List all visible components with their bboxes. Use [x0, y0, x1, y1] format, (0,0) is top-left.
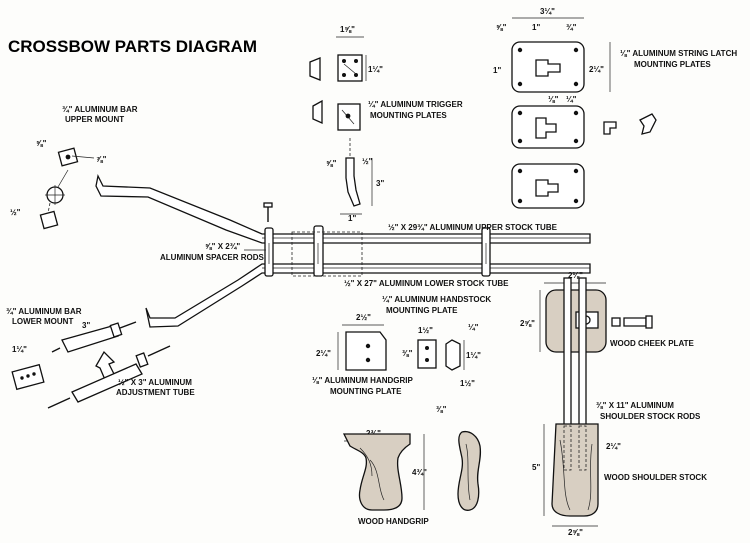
latch-plate-top — [511, 41, 585, 93]
handstock-plate-side — [445, 339, 461, 371]
dim-hgp-h: 2¼" — [316, 349, 331, 358]
wood-handgrip — [342, 433, 411, 511]
dim-latch-small: ⅛" — [548, 95, 559, 104]
dim-hgp-w: 2½" — [356, 313, 371, 322]
label-shoulder-rods-2: SHOULDER STOCK RODS — [600, 412, 701, 421]
label-spacer-rods-1: ⅝" X 2¾" — [205, 242, 240, 251]
label-trigger-plates-1: ¼" ALUMINUM TRIGGER — [368, 100, 463, 109]
lower-mount-bar — [51, 321, 137, 353]
dim-trig-width: 1⅝" — [340, 25, 355, 34]
label-upper-stock-tube: ½" X 29¾" ALUMINUM UPPER STOCK TUBE — [388, 223, 558, 232]
handstock-mounting-plate — [417, 339, 437, 369]
trigger-plate-top — [309, 54, 363, 82]
label-lower-mount-1: ¾" ALUMINUM BAR — [6, 307, 82, 316]
dim-latch-b: 1" — [532, 23, 540, 32]
dim-upm-a: ⅝" — [36, 139, 47, 148]
dim-latch-side: 1" — [493, 66, 501, 75]
label-upper-mount-1: ¾" ALUMINUM BAR — [62, 105, 138, 114]
label-upper-mount-2: UPPER MOUNT — [65, 115, 124, 124]
mounting-screw — [263, 202, 273, 222]
dim-trig-lever-s: ½" — [362, 157, 373, 166]
dim-lower-w: 1¼" — [12, 345, 27, 354]
dim-latch-small2: ¼" — [566, 95, 577, 104]
wood-cheek-plate — [545, 289, 607, 353]
latch-part-left — [603, 121, 617, 135]
dim-ss-h: 5" — [532, 463, 540, 472]
dim-upm-c: ½" — [10, 208, 21, 217]
wood-handgrip-side — [457, 430, 482, 511]
label-lower-mount-2: LOWER MOUNT — [12, 317, 73, 326]
dim-lower-len: 3" — [82, 321, 90, 330]
dim-hsp-h: 1¼" — [466, 351, 481, 360]
label-handstock-plate-2: MOUNTING PLATE — [386, 306, 458, 315]
dim-trig-height: 1¼" — [368, 65, 383, 74]
dim-hsp-a: ¼" — [468, 323, 479, 332]
dim-ss-bw: 2⅝" — [568, 528, 583, 537]
dim-cp-h: 2⅝" — [520, 319, 535, 328]
label-trigger-plates-2: MOUNTING PLATES — [370, 111, 447, 120]
dim-hsp-b: ⅜" — [402, 349, 413, 358]
dim-hg-side: 1½" — [460, 379, 475, 388]
latch-plate-bottom — [511, 163, 585, 209]
trigger-plate-mid — [312, 99, 361, 131]
diagram-title: CROSSBOW PARTS DIAGRAM — [8, 37, 257, 56]
adjustment-tube — [47, 345, 171, 409]
trigger-lever — [345, 138, 361, 207]
label-handgrip-plate-2: MOUNTING PLATE — [330, 387, 402, 396]
latch-part-right — [639, 113, 657, 135]
lower-mount-block — [11, 363, 45, 391]
label-spacer-rods-2: ALUMINUM SPACER RODS — [160, 253, 265, 262]
label-handgrip-plate-1: ⅛" ALUMINUM HANDGRIP — [312, 376, 413, 385]
label-string-latch-1: ⅛" ALUMINUM STRING LATCH — [620, 49, 737, 58]
dim-latch-width: 3¼" — [540, 7, 555, 16]
label-handgrip: WOOD HANDGRIP — [358, 517, 429, 526]
dim-latch-c: ¾" — [566, 23, 577, 32]
handgrip-mounting-plate — [345, 331, 387, 371]
label-shoulder-rods-1: ⅜" X 11" ALUMINUM — [596, 401, 674, 410]
dim-trig-lever-w: ⅝" — [326, 159, 337, 168]
spacer-rods — [264, 225, 491, 277]
dim-trig-lever-b: 1" — [348, 214, 356, 223]
dim-latch-height: 2¼" — [589, 65, 604, 74]
label-adjust-tube-2: ADJUSTMENT TUBE — [116, 388, 195, 397]
label-adjust-tube-1: ½" X 3" ALUMINUM — [118, 378, 192, 387]
label-shoulder-stock: WOOD SHOULDER STOCK — [604, 473, 707, 482]
label-lower-stock-tube: ½" X 27" ALUMINUM LOWER STOCK TUBE — [344, 279, 509, 288]
dim-latch-a: ⅝" — [496, 23, 507, 32]
label-cheek-plate: WOOD CHEEK PLATE — [610, 339, 695, 348]
label-handstock-plate-1: ¼" ALUMINUM HANDSTOCK — [382, 295, 491, 304]
wood-shoulder-stock — [551, 423, 599, 517]
dim-ss-w: 2¼" — [606, 442, 621, 451]
dim-hg-h: 4¾" — [412, 468, 427, 477]
label-string-latch-2: MOUNTING PLATES — [634, 60, 711, 69]
dim-cp-w: 2⅛" — [568, 271, 583, 280]
dim-hg-side2: ⅜" — [436, 405, 447, 414]
upper-mount-part — [39, 147, 79, 230]
dim-upm-b: ⅞" — [96, 155, 107, 164]
cheek-plate-screw — [611, 315, 653, 329]
dim-trig-lever-h: 3" — [376, 179, 384, 188]
dim-hsp-w: 1½" — [418, 326, 433, 335]
latch-plate-mid — [511, 105, 585, 149]
